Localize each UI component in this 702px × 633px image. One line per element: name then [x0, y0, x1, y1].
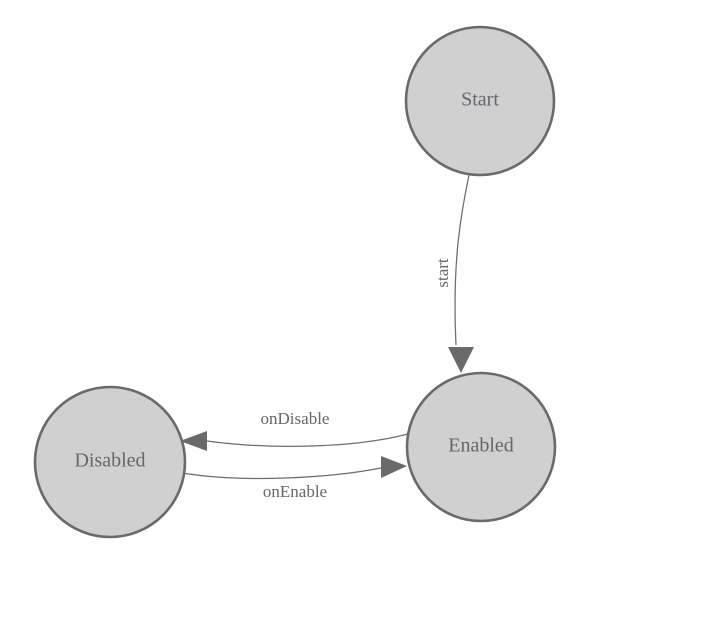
node-shape: [33, 385, 187, 539]
edge-line: [181, 467, 382, 480]
node-start[interactable]: Start: [404, 25, 556, 177]
edge-enabled-to-disabled[interactable]: onDisable: [180, 409, 409, 451]
arrowhead-icon: [180, 431, 207, 451]
node-label-start: Start: [461, 89, 499, 111]
node-disabled[interactable]: Disabled: [33, 385, 187, 539]
edge-disabled-to-enabled[interactable]: onEnable: [181, 456, 407, 501]
edge-label-onenable: onEnable: [263, 482, 327, 501]
edge-label-start: start: [433, 258, 452, 288]
edge-line: [206, 433, 409, 447]
edge-start-to-enabled[interactable]: start: [433, 174, 474, 373]
edge-label-ondisable: onDisable: [261, 409, 330, 428]
node-label-enabled: Enabled: [448, 435, 514, 457]
node-label-disabled: Disabled: [74, 450, 145, 472]
edge-line: [454, 174, 470, 346]
node-shape: [405, 371, 557, 523]
arrowhead-icon: [381, 456, 407, 478]
node-shape: [404, 25, 556, 177]
arrowhead-icon: [448, 347, 474, 373]
node-enabled[interactable]: Enabled: [405, 371, 557, 523]
